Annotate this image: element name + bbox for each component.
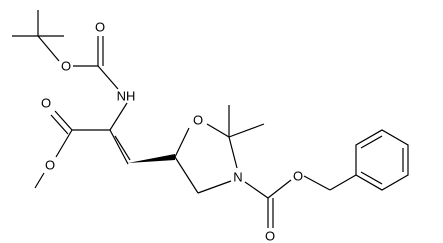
bond-alkene-b xyxy=(114,135,131,161)
atom-label-layer: O O NH O O O N O O xyxy=(41,20,303,243)
bond-ch2-to-phenyl xyxy=(329,174,357,191)
bond-boc-to-nh xyxy=(97,65,119,90)
atom-label-ester-carbonyl-o: O xyxy=(41,96,51,111)
bond-nh-to-alpha-carbon xyxy=(109,102,128,131)
bond-ring-o-to-c2 xyxy=(206,123,230,138)
atom-label-ring-o: O xyxy=(193,113,203,128)
bond-o-to-methyl xyxy=(34,172,45,189)
bond-c5-to-ring-o xyxy=(174,127,190,158)
bond-alkene-a xyxy=(109,129,129,165)
atom-label-cbz-carbonyl-o: O xyxy=(265,229,275,243)
atom-label-ester-methoxy-o: O xyxy=(45,158,55,173)
bond-c2-methyl-right xyxy=(228,123,265,138)
atom-label-nh: NH xyxy=(117,89,136,104)
phenyl-inner-bond-1 xyxy=(360,135,383,149)
atom-label-ring-n: N xyxy=(233,170,242,185)
phenyl-inner-bond-3 xyxy=(360,171,383,185)
bond-cbz-carbon-to-o xyxy=(267,179,292,199)
bond-layer xyxy=(12,10,409,228)
phenyl-ring xyxy=(355,129,409,191)
bond-c4-to-c5 xyxy=(174,156,199,194)
bond-c2-to-n xyxy=(228,136,238,169)
bond-o-to-ch2 xyxy=(303,175,331,191)
bond-ester-carbonyl-a xyxy=(54,110,73,131)
atom-label-boc-ester-o: O xyxy=(61,59,71,74)
bond-n-to-cbz-carbon xyxy=(244,181,269,199)
bond-ester-carbon-to-o xyxy=(55,129,73,158)
atom-label-boc-carbonyl-o: O xyxy=(95,20,105,35)
bond-ester-carbonyl-b xyxy=(50,114,69,135)
stereo-wedge-bond xyxy=(128,154,175,163)
bond-tbu-to-o xyxy=(37,35,60,62)
bond-n-to-c4 xyxy=(197,180,232,194)
atom-label-cbz-ester-o: O xyxy=(293,169,303,184)
